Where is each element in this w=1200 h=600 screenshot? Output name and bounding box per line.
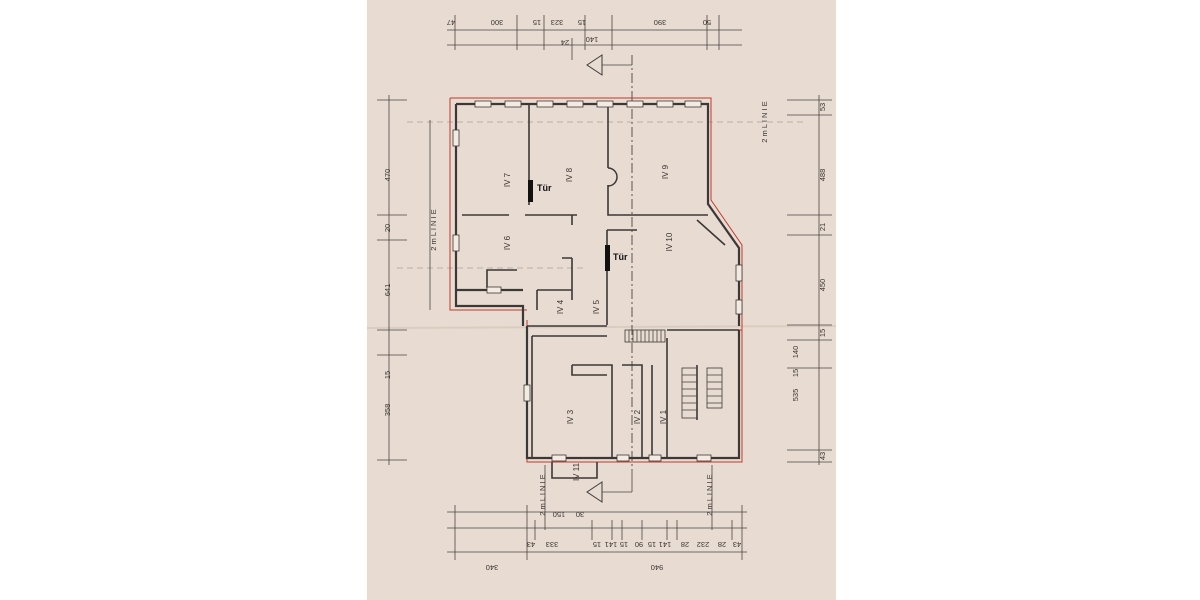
dim-bottom-4: 141	[605, 540, 618, 549]
section-arrow-bottom	[586, 470, 633, 503]
dim-bottom-small-1: 150	[553, 510, 566, 519]
dim-right-4: 450	[818, 279, 827, 292]
dim-top-4: 323	[551, 18, 564, 27]
dim-top-6: 390	[654, 18, 667, 27]
dim-bottom-3: 15	[593, 540, 601, 549]
dim-right-9: 43	[818, 452, 827, 460]
wall-niche	[607, 167, 618, 187]
dim-right-7: 15	[791, 369, 800, 377]
dim-top-5: 15	[578, 18, 586, 27]
room-iv5: IV 5	[592, 299, 601, 314]
dim-bottom-11: 28	[718, 540, 726, 549]
dim-bottom-1: 43	[527, 540, 535, 549]
right-dimension-chain	[787, 95, 832, 465]
dim-bottom-9: 28	[681, 540, 689, 549]
top-dimension-chain	[447, 15, 742, 60]
dim-top-2: 300	[491, 18, 504, 27]
dim-right-6: 140	[791, 346, 800, 359]
room-iv4: IV 4	[556, 299, 565, 314]
line-label-bottom-left: 2 m L I N I E	[538, 474, 547, 515]
room-iv8: IV 8	[565, 167, 574, 182]
line-label-right: 2 m L I N I E	[760, 101, 769, 142]
line-label-bottom-right: 2 m L I N I E	[705, 474, 714, 515]
floor-plan-drawing: 47 300 15 323 15 390 50 24 140 470 20 64…	[367, 0, 836, 600]
room-iv10: IV 10	[665, 232, 674, 251]
door-marker-2	[605, 245, 610, 271]
dim-right-3: 21	[818, 223, 827, 231]
dim-top-3: 15	[533, 18, 541, 27]
dim-right-8: 535	[791, 389, 800, 402]
entrance-porch	[551, 462, 598, 479]
room-iv3: IV 3	[566, 409, 575, 424]
dim-top-small-2: 140	[586, 35, 599, 44]
windows	[452, 100, 743, 462]
left-dimension-chain	[377, 95, 431, 465]
dim-bottom-total-2: 940	[651, 563, 664, 572]
staircase-side	[681, 367, 723, 419]
dim-bottom-6: 90	[635, 540, 643, 549]
dim-left-3: 641	[383, 284, 392, 297]
room-iv7: IV 7	[503, 172, 512, 187]
staircase-main	[624, 329, 666, 343]
dim-bottom-5: 15	[620, 540, 628, 549]
door-label-2: Tür	[613, 252, 628, 262]
door-label-1: Tür	[537, 183, 552, 193]
room-iv6: IV 6	[503, 235, 512, 250]
dim-top-7: 50	[703, 18, 711, 27]
paper-fold-line	[367, 325, 836, 329]
room-iv1: IV 1	[659, 409, 668, 424]
dim-right-2: 488	[818, 169, 827, 182]
room-iv9: IV 9	[661, 164, 670, 179]
dim-bottom-small-2: 30	[576, 510, 584, 519]
dim-bottom-7: 15	[648, 540, 656, 549]
dim-left-1: 470	[383, 169, 392, 182]
dim-top-1: 47	[447, 18, 455, 27]
room-iv2: IV 2	[633, 409, 642, 424]
section-arrow-top	[586, 54, 633, 470]
dim-right-1: 53	[818, 103, 827, 111]
dim-left-2: 20	[383, 224, 392, 232]
dim-left-5: 358	[383, 404, 392, 417]
paper-background	[367, 0, 836, 600]
dim-right-5: 15	[818, 329, 827, 337]
room-iv11: IV 11	[572, 462, 581, 481]
dim-bottom-12: 43	[733, 540, 741, 549]
door-marker-1	[528, 180, 533, 202]
dim-bottom-2: 333	[546, 540, 559, 549]
dim-top-small-1: 24	[561, 38, 569, 47]
dim-left-4: 15	[383, 371, 392, 379]
dim-bottom-10: 232	[697, 540, 710, 549]
dim-bottom-total-1: 340	[486, 563, 499, 572]
floor-plan-sheet: 47 300 15 323 15 390 50 24 140 470 20 64…	[367, 0, 836, 600]
bottom-dimension-chain	[447, 505, 747, 560]
dim-bottom-8: 141	[659, 540, 672, 549]
line-label-left: 2 m L I N I E	[429, 209, 438, 250]
